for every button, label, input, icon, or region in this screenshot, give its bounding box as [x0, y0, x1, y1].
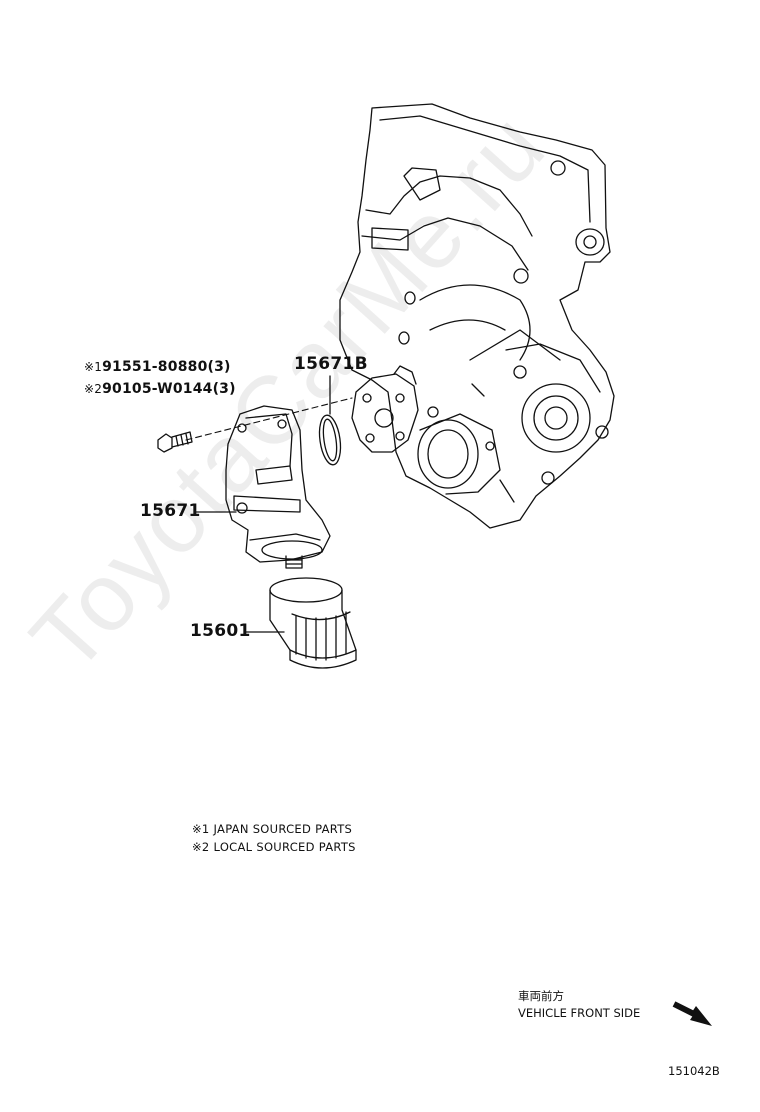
- direction-label: VEHICLE FRONT SIDE: [518, 1006, 641, 1020]
- assembly-line: [185, 397, 353, 441]
- japan-marker: ※1: [84, 360, 103, 374]
- gasket-part-number: 15671B: [294, 354, 368, 374]
- note-local-marker: ※2: [192, 840, 210, 854]
- oil-filter-illustration: [269, 577, 357, 669]
- bolt-callout-japan: ※191551-80880(3): [84, 359, 231, 375]
- direction-jp-label: 車両前方: [518, 989, 564, 1003]
- filter-bracket-illustration: [225, 405, 331, 569]
- local-marker: ※2: [84, 382, 103, 396]
- filter-part-number: 15601: [190, 621, 251, 641]
- note-local: ※2 LOCAL SOURCED PARTS: [192, 840, 356, 854]
- note-japan: ※1 JAPAN SOURCED PARTS: [192, 822, 352, 836]
- bolt-part-number-local: 90105-W0144(3): [102, 381, 236, 397]
- arrow-down-right-icon: [672, 1001, 712, 1026]
- note-japan-text: JAPAN SOURCED PARTS: [213, 822, 353, 836]
- timing-cover-illustration: [339, 103, 615, 529]
- bracket-part-number: 15671: [140, 501, 201, 521]
- gasket-illustration: [318, 414, 342, 466]
- bolt-illustration: [157, 431, 193, 453]
- bolt-callout-local: ※290105-W0144(3): [84, 381, 236, 397]
- note-local-text: LOCAL SOURCED PARTS: [213, 840, 356, 854]
- diagram-code: 151042B: [668, 1064, 720, 1078]
- bolt-part-number-japan: 91551-80880(3): [102, 359, 231, 375]
- note-japan-marker: ※1: [192, 822, 210, 836]
